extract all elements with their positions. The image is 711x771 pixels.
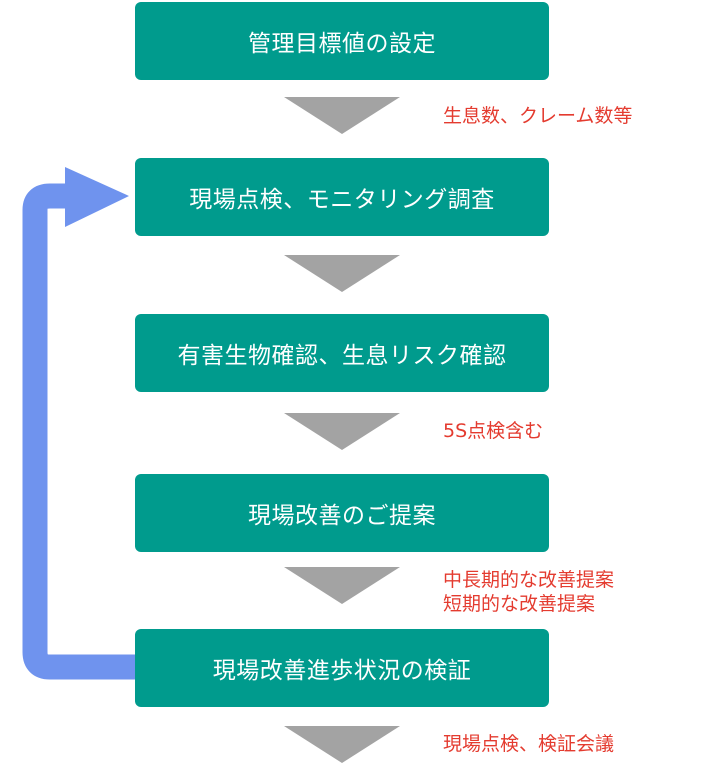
down-arrow-2	[284, 255, 400, 292]
down-arrow-3	[284, 413, 400, 450]
step-set-management-target: 管理目標値の設定	[135, 2, 549, 80]
down-arrow-5	[284, 726, 400, 763]
step-improvement-proposal: 現場改善のご提案	[135, 474, 549, 552]
down-arrow-1	[284, 97, 400, 134]
note-line: 5S点検含む	[443, 420, 544, 442]
step-label: 現場点検、モニタリング調査	[189, 187, 495, 213]
note-line: 現場点検、検証会議	[443, 733, 615, 755]
step-progress-verification: 現場改善進歩状況の検証	[135, 629, 549, 707]
feedback-loop-path	[22, 183, 135, 680]
step-label: 現場改善のご提案	[248, 503, 436, 529]
note-line: 生息数、クレーム数等	[443, 105, 633, 127]
step-label: 現場改善進歩状況の検証	[212, 658, 472, 684]
note-population-claims: 生息数、クレーム数等	[443, 104, 632, 128]
step-label: 有害生物確認、生息リスク確認	[177, 343, 507, 369]
note-5s-inspection: 5S点検含む	[443, 419, 543, 443]
note-line: 短期的な改善提案	[443, 593, 596, 615]
step-label: 管理目標値の設定	[248, 31, 436, 57]
note-line: 中長期的な改善提案	[443, 569, 615, 591]
note-improvement-terms: 中長期的な改善提案 短期的な改善提案	[443, 568, 614, 616]
note-verification-meeting: 現場点検、検証会議	[443, 732, 614, 756]
feedback-loop-arrowhead	[65, 167, 129, 227]
step-site-inspection: 現場点検、モニタリング調査	[135, 158, 549, 236]
step-pest-confirmation: 有害生物確認、生息リスク確認	[135, 314, 549, 392]
down-arrow-4	[284, 567, 400, 604]
